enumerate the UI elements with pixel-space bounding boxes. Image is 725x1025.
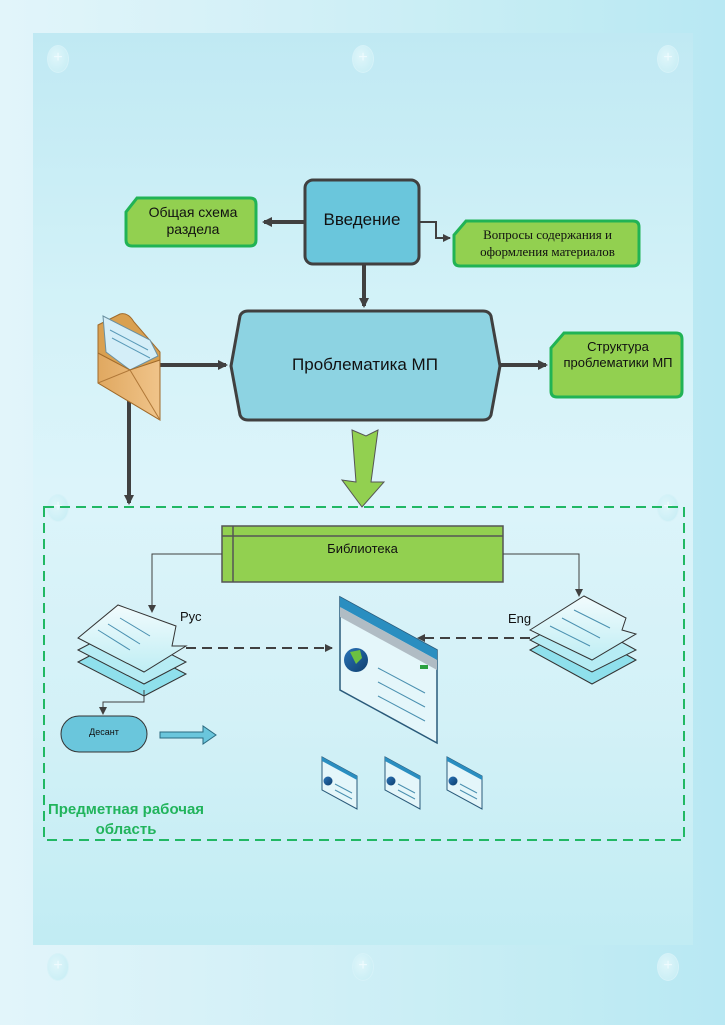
plus-icon: + [657,953,679,981]
rus-label: Рус [180,609,202,624]
eng-documents-icon [528,595,638,685]
browser-window-icon [339,595,438,745]
plus-icon: + [47,953,69,981]
plus-icon: + [47,45,69,73]
workspace-label: Предметная рабочая область [47,801,205,838]
green-down-arrow [340,429,386,508]
small-browser-icon [446,756,483,810]
problems-label: Проблематика МП [292,355,438,374]
desant-label: Десант [89,727,119,737]
library-label: Библиотека [327,541,398,556]
desant-arrow [159,725,217,745]
arrow-library-to-rus [148,553,222,613]
arrow-to-content-questions [419,221,451,242]
structure-label: Структура проблематики МП [563,339,673,370]
small-browser-icon [321,756,358,810]
plus-icon: + [657,45,679,73]
desant-box [60,715,148,753]
plus-icon: + [352,953,374,981]
plus-icon: + [352,45,374,73]
general-scheme-label: Общая схема раздела [148,204,238,237]
general-scheme-note [124,196,258,248]
arrow-rus-to-desant [99,690,145,715]
content-questions-label: Вопросы содержания и оформления материал… [480,227,615,259]
intro-label: Введение [323,210,401,229]
rus-documents-icon [76,604,188,697]
content-questions-note [452,219,641,268]
small-browser-icon [384,756,421,810]
arrow-library-to-eng [503,553,583,597]
problems-box [229,309,502,422]
envelope-icon [97,313,161,421]
eng-label: Eng [508,611,532,626]
workspace-region [43,506,685,841]
structure-note [549,331,684,399]
